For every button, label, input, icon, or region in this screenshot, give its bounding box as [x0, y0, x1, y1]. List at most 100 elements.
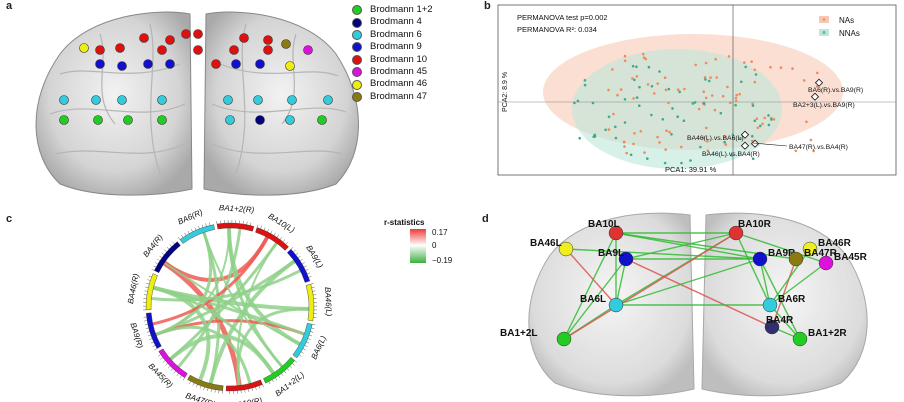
nas-point	[653, 92, 656, 95]
sector-tick	[311, 327, 315, 329]
nnas-point	[661, 118, 665, 121]
legend-item: Brodmann 45	[352, 66, 433, 78]
sector-tick	[262, 384, 264, 388]
sector-tick	[173, 370, 176, 374]
sector-tick	[192, 382, 195, 386]
nas-point	[665, 129, 668, 132]
nnas-point	[734, 103, 737, 107]
chord-sector	[225, 379, 263, 392]
sector-tick	[275, 377, 278, 381]
legend-item: Brodmann 6	[352, 29, 433, 41]
sector-tick	[309, 334, 313, 337]
legend-label: Brodmann 47	[370, 90, 428, 102]
nnas-point	[671, 107, 674, 110]
sector-tick	[311, 286, 315, 288]
panel-b: b PERMANOVA test p=0.002 PERMANOVA R²: 0…	[482, 0, 904, 200]
network-node	[788, 251, 804, 267]
legend-nnas: NNAs	[839, 29, 860, 38]
sector-label: BA46(R)	[126, 272, 141, 304]
nnas-point	[638, 104, 641, 107]
sector-tick	[184, 232, 187, 236]
chord-link	[152, 236, 269, 326]
network-node	[764, 319, 780, 335]
chord-sector	[287, 248, 311, 283]
legend-swatch	[352, 91, 362, 102]
sector-tick	[149, 338, 153, 340]
sector-tick	[162, 360, 166, 363]
legend-label: Brodmann 46	[370, 78, 428, 90]
nas-point	[812, 149, 815, 153]
nas-point	[726, 85, 729, 89]
nas-point	[715, 76, 718, 79]
legend-item: Brodmann 46	[352, 78, 433, 90]
network-edge	[565, 248, 761, 260]
sector-tick	[310, 331, 314, 333]
nnas-point	[676, 115, 679, 118]
nnas-point	[573, 101, 576, 105]
sector-tick	[305, 269, 309, 271]
nas-point	[623, 59, 627, 63]
network-node	[792, 331, 808, 347]
network-edge	[759, 258, 771, 306]
nnas-point	[744, 65, 747, 69]
nas-point	[619, 88, 623, 91]
nnas-point	[623, 98, 627, 101]
legend-label: Brodmann 10	[370, 53, 428, 65]
nnas-point	[699, 145, 702, 149]
nas-point	[643, 151, 646, 154]
sector-tick	[310, 283, 314, 285]
network-node	[558, 241, 574, 257]
sector-tick	[276, 234, 279, 238]
sector-tick	[256, 224, 259, 228]
sector-tick	[148, 275, 152, 278]
sector-tick	[176, 373, 179, 376]
nas-point	[704, 61, 708, 65]
network-node	[618, 251, 634, 267]
node-label: BA47R	[804, 248, 838, 259]
nnas-point	[633, 78, 636, 82]
nas-point	[667, 101, 670, 105]
sector-tick	[172, 241, 175, 245]
sector-tick	[312, 324, 316, 326]
sector-tick	[144, 324, 148, 326]
sector-tick	[302, 262, 305, 265]
sector-tick	[300, 259, 303, 262]
nas-point	[779, 66, 783, 69]
sector-tick	[187, 230, 190, 234]
nnas-point	[623, 121, 627, 124]
panel-a: a	[0, 0, 450, 200]
sector-tick	[297, 255, 301, 258]
nas-point	[709, 76, 712, 79]
network-edge	[625, 232, 737, 260]
network-edge	[615, 232, 797, 260]
sector-tick	[294, 360, 298, 363]
chord-sector	[145, 273, 158, 311]
nnas-point	[646, 157, 649, 160]
nnas-point	[670, 133, 673, 136]
legend-swatch	[352, 5, 362, 16]
nas-point	[622, 140, 626, 144]
nas-point	[632, 97, 635, 100]
nnas-point	[663, 161, 667, 165]
sector-tick	[152, 345, 156, 347]
node-label: BA45R	[834, 252, 868, 263]
chord-sector	[154, 241, 181, 273]
chord-diagram: BA4(R)BA6(R)BA1+2(R)BA10(L)BA9(L)BA46(L)…	[126, 205, 453, 402]
network-edges	[563, 232, 827, 340]
nnas-point	[731, 154, 734, 157]
nas-point	[706, 149, 710, 152]
sector-tick	[298, 354, 302, 357]
nnas-point	[740, 80, 743, 84]
sector-tick	[158, 354, 161, 357]
legend-swatch	[352, 42, 362, 53]
nas-point	[697, 107, 701, 111]
nnas-point	[576, 99, 580, 103]
sector-label: BA1+2(R)	[219, 205, 255, 215]
pca-plot: PERMANOVA test p=0.002 PERMANOVA R²: 0.0…	[497, 4, 897, 176]
node-label: BA46R	[818, 238, 852, 249]
nas-point	[632, 142, 635, 146]
sector-tick	[165, 363, 168, 366]
chord-sector	[292, 323, 313, 359]
nnas-point	[583, 79, 587, 82]
